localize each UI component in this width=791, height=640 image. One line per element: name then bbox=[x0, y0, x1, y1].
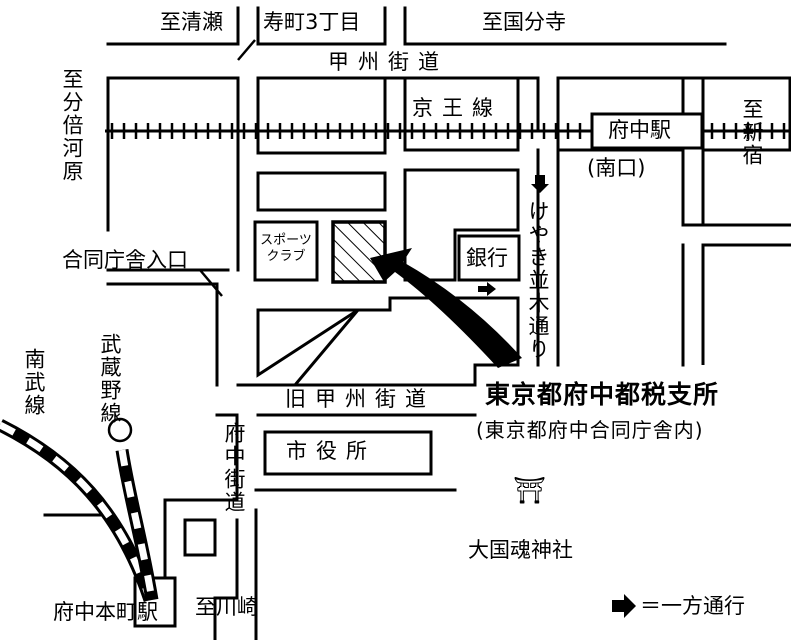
musashino-line-label: 武蔵野線 bbox=[98, 333, 122, 425]
fuchu-kaido-label: 府中街道 bbox=[222, 422, 246, 514]
kotobukicho-label: 寿町3丁目 bbox=[263, 10, 361, 34]
nambu-line-label: 南武線 bbox=[22, 348, 46, 417]
target-building bbox=[331, 220, 387, 284]
fuchu-station-label: 府中駅 bbox=[608, 118, 671, 142]
blocks bbox=[256, 76, 791, 387]
gov-entrance-leader bbox=[199, 269, 223, 297]
destination-note: (東京都府中合同庁舎内) bbox=[476, 418, 704, 442]
fuchu-honmachi-station-label: 府中本町駅 bbox=[53, 600, 158, 624]
nambu-line-track bbox=[0, 419, 157, 603]
pointer-arrow bbox=[370, 248, 522, 368]
direction-shinjuku: 至新宿 bbox=[740, 98, 764, 167]
sports-club-label: スポーツクラブ bbox=[260, 233, 312, 264]
city-hall-label: 市役所 bbox=[286, 439, 376, 463]
direction-kiyose: 至清瀬 bbox=[160, 10, 223, 34]
fuchu-south-exit-label: (南口) bbox=[587, 156, 646, 180]
kyu-koshu-kaido-label: 旧甲州街道 bbox=[285, 387, 435, 411]
koshu-kaido-label: 甲州街道 bbox=[328, 50, 448, 74]
direction-kawasaki: 至川崎 bbox=[195, 595, 258, 619]
keio-line-label: 京王線 bbox=[412, 96, 502, 120]
destination-title: 東京都府中都税支所 bbox=[485, 380, 720, 409]
gov-entrance-label: 合同庁舎入口 bbox=[62, 248, 188, 272]
keyaki-namiki-label: けやき並木通り bbox=[526, 200, 550, 361]
kotobukicho-leader bbox=[237, 39, 256, 61]
railway-ticks bbox=[110, 123, 786, 139]
bank-box bbox=[457, 234, 521, 282]
city-hall-box bbox=[263, 430, 433, 476]
shrine-gate-icon: ⛩ bbox=[513, 476, 547, 506]
fuchu-station-box bbox=[590, 112, 704, 150]
musashino-line-track bbox=[107, 417, 159, 602]
sports-club-box bbox=[253, 220, 319, 282]
legend-label: ＝一方通行 bbox=[640, 594, 745, 618]
okunitama-shrine-label: 大国魂神社 bbox=[468, 538, 573, 562]
legend-arrow-icon bbox=[612, 594, 636, 618]
bank-label: 銀行 bbox=[466, 246, 508, 270]
one-way-arrows bbox=[478, 175, 549, 296]
direction-kokubunji: 至国分寺 bbox=[482, 10, 566, 34]
direction-bubaigawara: 至分倍河原 bbox=[60, 68, 84, 183]
